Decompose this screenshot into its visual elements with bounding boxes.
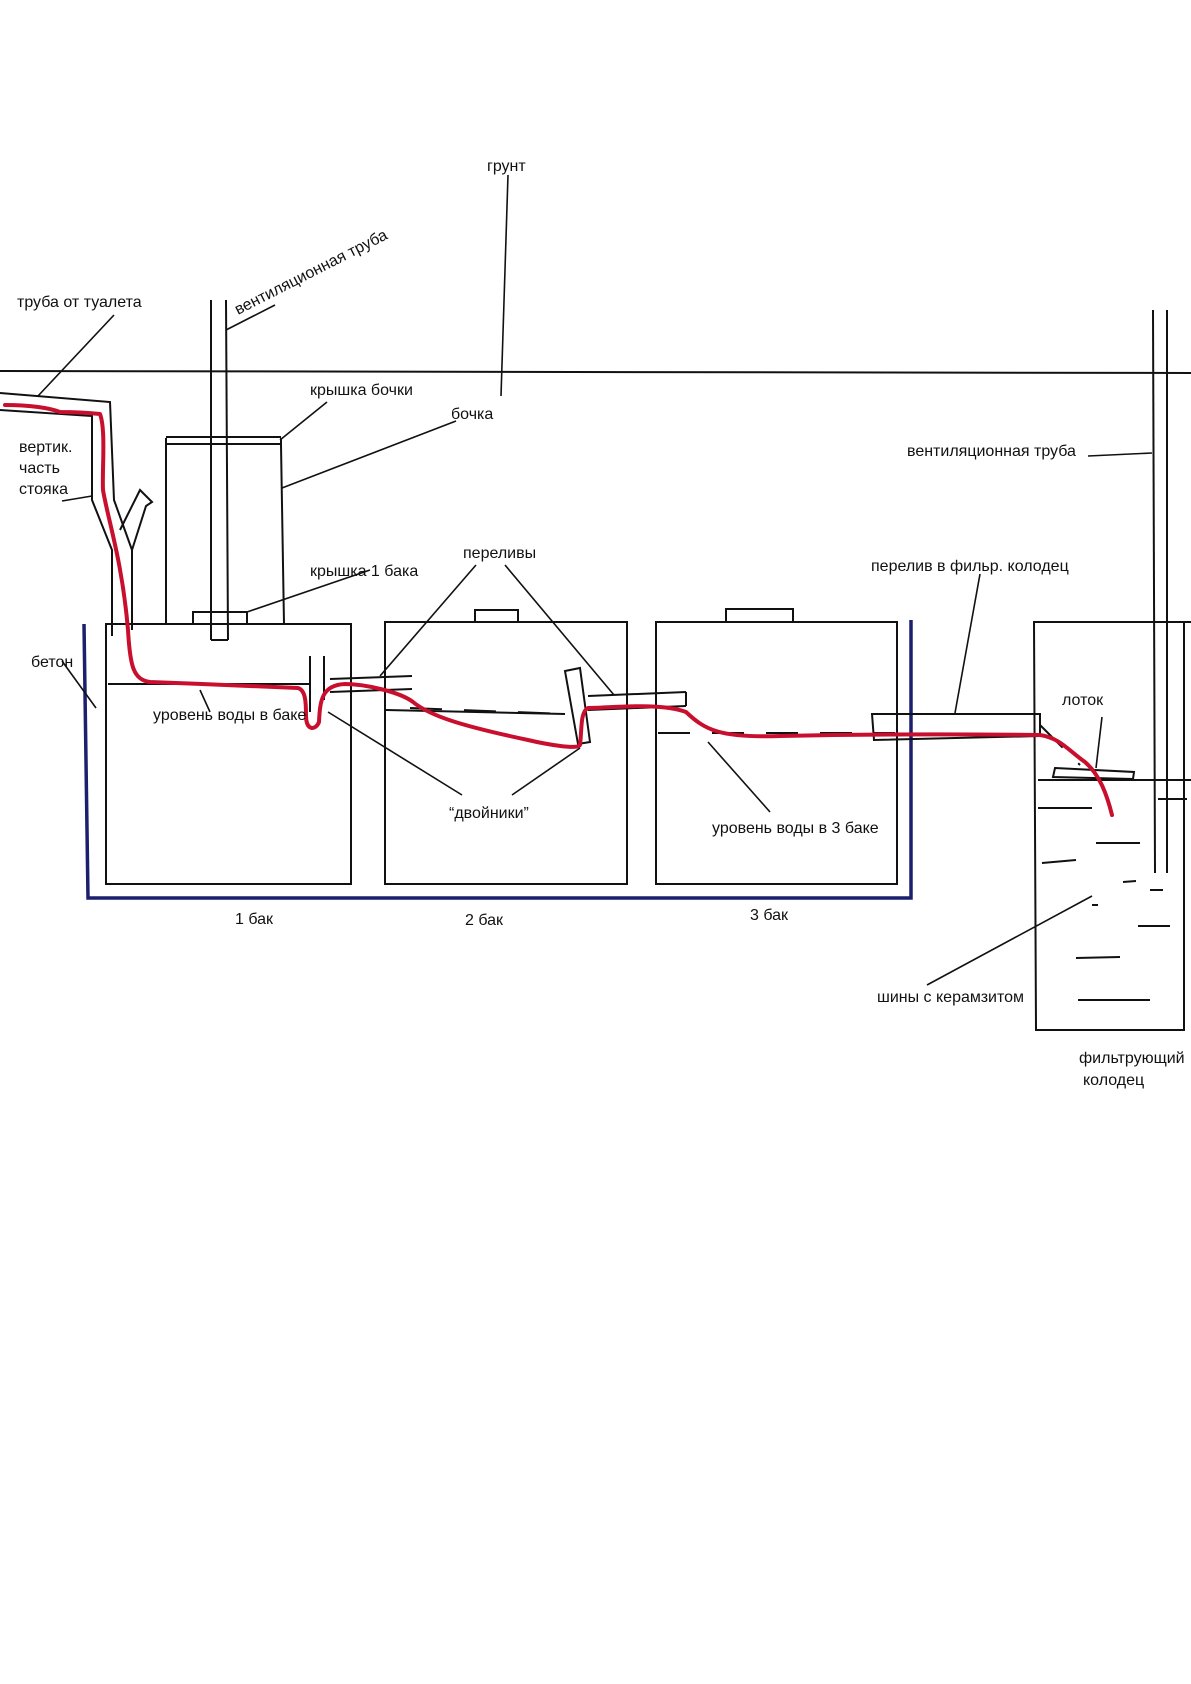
tank-1-lid	[192, 611, 248, 625]
label-barrel-lid: крышка бочки	[310, 382, 413, 399]
leader-lines	[37, 304, 1153, 986]
tee-tank-1	[258, 656, 325, 712]
label-well-line-2: колодец	[1083, 1072, 1144, 1089]
label-overflows: переливы	[463, 545, 536, 562]
label-soil: грунт	[487, 158, 526, 175]
label-tank-2: 2 бак	[465, 912, 504, 929]
tee-tank-2	[563, 666, 592, 746]
barrel	[165, 436, 285, 625]
vent-pipe-right	[1152, 309, 1168, 874]
label-water-level-tank-3: уровень воды в 3 баке	[712, 820, 879, 837]
water-level-tank-2-dashed	[409, 707, 566, 715]
label-riser-line-2: часть	[19, 460, 60, 477]
label-concrete: бетон	[31, 654, 73, 671]
tray	[1051, 766, 1136, 781]
label-well-line-1: фильтрующий	[1079, 1050, 1185, 1067]
label-tank-3: 3 бак	[750, 907, 789, 924]
label-tees: “двойники”	[449, 805, 529, 822]
label-overflow-to-well: перелив в фильр. колодец	[871, 558, 1069, 575]
tank-2-lid	[474, 609, 519, 622]
toilet-pipe	[0, 392, 154, 636]
label-tank-1-lid: крышка 1 бака	[310, 563, 418, 580]
vent-pipe-left	[210, 299, 229, 641]
tank-2	[384, 621, 628, 885]
label-riser-line-1: вертик.	[19, 439, 72, 456]
label-tray: лоток	[1062, 692, 1104, 709]
label-vent-pipe-right: вентиляционная труба	[907, 443, 1076, 460]
tank-3	[655, 621, 898, 885]
label-tires: шины с керамзитом	[877, 989, 1024, 1006]
label-water-level-tank-1: уровень воды в баке	[153, 707, 306, 724]
label-toilet-pipe: труба от туалета	[17, 294, 142, 311]
tank-1	[105, 623, 352, 885]
soil-leader	[500, 174, 509, 397]
filter-well	[1032, 621, 1191, 1031]
label-tank-1: 1 бак	[235, 911, 274, 928]
ground-line	[0, 370, 1191, 374]
label-barrel: бочка	[451, 406, 493, 423]
wastewater-flow-path	[3, 403, 1114, 817]
tires-dashes	[1038, 798, 1187, 1001]
concrete-enclosure	[82, 620, 913, 900]
overflow-pipe-1-2	[329, 675, 413, 693]
label-riser-line-3: стояка	[19, 481, 68, 498]
tank-3-lid	[725, 608, 794, 622]
label-vent-pipe-left: вентиляционная труба	[232, 227, 390, 319]
